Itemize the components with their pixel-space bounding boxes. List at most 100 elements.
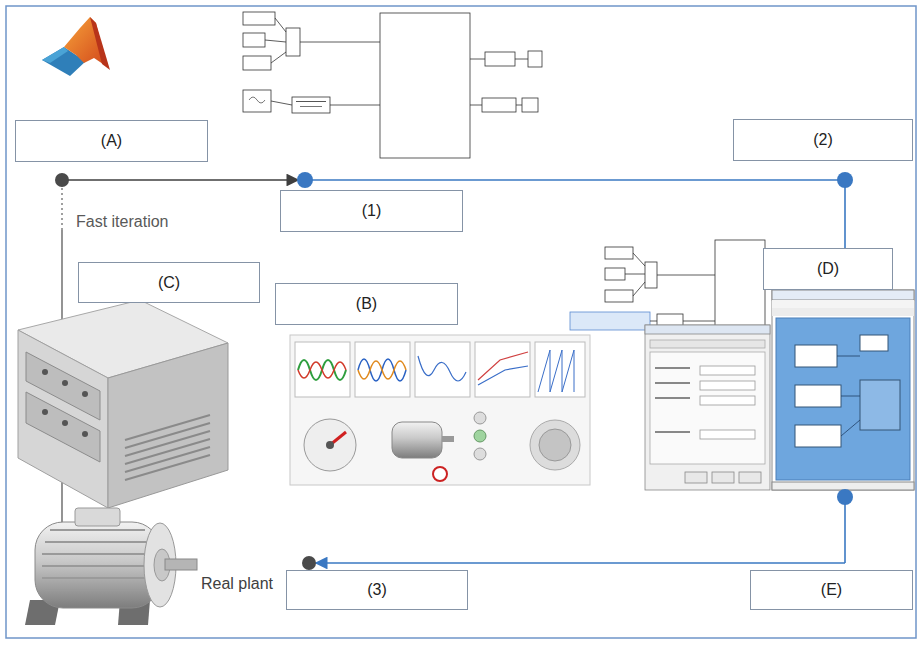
instrument-dashboard-part [290,335,590,485]
instrument-dashboard-part [475,342,530,397]
instrument-dashboard-part [358,361,406,379]
instrument-dashboard-part [474,412,486,424]
simulink-model-part [482,98,516,112]
caption-label: Real plant [201,574,273,593]
model-window-part [772,290,914,300]
simulink-model-part [243,56,271,70]
instrument-dashboard-part [538,350,574,392]
realtime-hardware [18,300,228,508]
callout-letter: (C) [158,273,180,292]
model-window-part [795,345,837,367]
realtime-hardware-part [62,420,68,426]
simulink-io-model-part [655,397,690,399]
instrument-dashboard [290,335,590,485]
simulink-io-model-part [625,253,715,321]
label-box: (C) [78,262,260,303]
model-window-part [772,300,914,308]
instrument-dashboard-part [433,467,447,481]
simulink-model-part [286,28,300,56]
realtime-hardware-part [125,415,210,480]
simulink-model-part [292,97,330,113]
simulink-model [243,12,542,158]
instrument-dashboard-part [295,342,350,397]
realtime-hardware-part [18,330,108,508]
instrument-dashboard-part [474,448,486,460]
simulink-io-model-part [605,247,633,259]
matlab-logo [42,17,110,76]
flow-lines [62,180,845,563]
simulink-io-model-part [655,367,690,369]
simulink-io-model-part [655,431,690,433]
model-window-part [772,290,914,490]
simulink-io-model-part [605,290,633,302]
model-window [772,290,914,490]
instrument-dashboard-part [298,362,346,378]
matlab-logo-part [90,17,110,70]
realtime-hardware-part [82,431,88,437]
simulink-io-model-part [645,325,770,334]
simulink-io-model-part [655,382,690,384]
realtime-hardware-part [26,392,100,462]
model-window-part [860,380,900,430]
model-window-part [772,308,914,316]
simulink-io-model-part [645,325,770,490]
realtime-hardware-part [62,380,68,386]
flow-dots [55,172,853,570]
simulink-model-part [485,52,515,66]
simulink-model-part [300,106,322,107]
callout-letter: (E) [821,580,842,599]
model-window-part [772,482,914,490]
simulink-io-model-part [700,430,755,439]
label-box: (A) [15,120,208,162]
instrument-dashboard-part [478,352,528,380]
instrument-dashboard-part [442,436,454,442]
instrument-dashboard-part [530,420,580,470]
instrument-dashboard-part [478,366,528,385]
electric-motor-part [35,522,160,608]
simulink-io-model-part [570,312,650,330]
instrument-dashboard-part [535,342,585,397]
matlab-logo-part [42,47,68,63]
callout-letter: (2) [813,130,833,149]
instrument-dashboard-part [326,441,334,449]
electric-motor-part [165,559,197,570]
label-box: (2) [733,119,913,161]
realtime-hardware-part [82,391,88,397]
flow-dots-part [837,172,853,188]
instrument-dashboard-part [298,360,346,380]
realtime-hardware-part [42,409,48,415]
realtime-hardware-part [108,343,228,508]
flow-dots-part [837,489,853,505]
simulink-io-model-part [739,472,761,483]
model-window-part [776,318,910,480]
flow-dots-part [297,172,313,188]
simulink-io-model [570,240,770,490]
simulink-model-part [380,13,470,158]
flow-lines-part [68,179,298,181]
callout-letter: (1) [362,201,382,220]
simulink-model-part [243,90,271,112]
simulink-io-model-part [650,340,765,348]
electric-motor-part [42,530,152,590]
model-window-part [860,335,888,351]
simulink-io-model-part [712,472,734,483]
label-box: (1) [280,190,463,232]
label-box: (B) [275,283,458,325]
simulink-io-model-part [605,268,625,280]
simulink-model-part [243,33,265,47]
realtime-hardware-part [42,369,48,375]
callout-letter: (D) [817,259,839,278]
callout-letter: (3) [367,580,387,599]
callout-letter: (B) [356,294,377,313]
flow-dots-part [302,556,316,570]
outer-frame [6,6,916,638]
model-window-part [795,425,841,447]
simulink-model-part [243,12,275,25]
label-box: (3) [286,570,468,610]
model-window-part [837,356,860,436]
simulink-model-part [265,18,528,105]
simulink-io-model-part [650,352,765,464]
label-box: (E) [750,570,913,610]
